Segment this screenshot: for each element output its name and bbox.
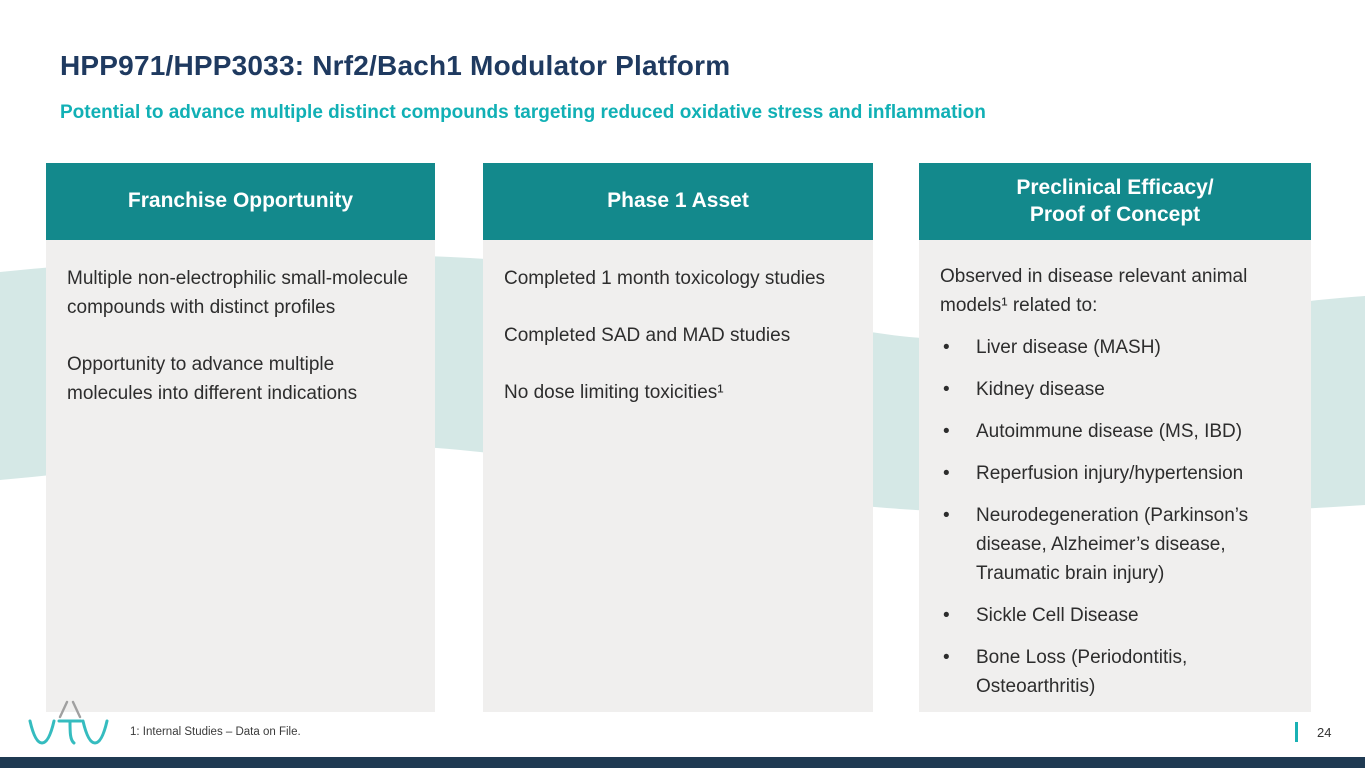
bullet-icon: • [943, 379, 950, 400]
card-preclinical-body: Observed in disease relevant animal mode… [919, 240, 1311, 712]
card-phase1-header: Phase 1 Asset [483, 163, 873, 240]
list-item: • Reperfusion injury/hypertension [940, 459, 1291, 488]
paragraph: Completed SAD and MAD studies [504, 325, 791, 346]
paragraph: Multiple non-electrophilic small-molecul… [67, 268, 409, 318]
list-item: • Kidney disease [940, 375, 1291, 404]
page-number-area: 24 [1295, 722, 1331, 742]
page-number-tick [1295, 722, 1298, 742]
list-item-label: Neurodegeneration (Parkinson’s disease, … [976, 505, 1249, 584]
list-item-label: Reperfusion injury/hypertension [976, 463, 1244, 484]
bullet-icon: • [943, 647, 950, 668]
bullet-icon: • [943, 337, 950, 358]
list-item: • Bone Loss (Periodontitis, Osteoarthrit… [940, 643, 1291, 701]
card-preclinical-efficacy: Preclinical Efficacy/ Proof of Concept O… [919, 163, 1311, 712]
vtv-therapeutics-logo-icon [28, 700, 109, 745]
list-item-label: Liver disease (MASH) [976, 337, 1161, 358]
bullet-icon: • [943, 505, 950, 526]
bullet-icon: • [943, 421, 950, 442]
paragraph: Completed 1 month toxicology studies [504, 268, 826, 289]
page-title: HPP971/HPP3033: Nrf2/Bach1 Modulator Pla… [60, 50, 731, 81]
disease-list: • Liver disease (MASH) • Kidney disease … [940, 333, 1291, 712]
page-number: 24 [1317, 724, 1332, 740]
card-phase1-asset: Phase 1 Asset Completed 1 month toxicolo… [483, 163, 873, 712]
list-item: • Neurodegeneration (Parkinson’s disease… [940, 501, 1291, 588]
card-franchise-header: Franchise Opportunity [46, 163, 435, 240]
paragraph: Opportunity to advance multiple molecule… [67, 354, 358, 404]
bullet-icon: • [943, 463, 950, 484]
bullet-icon: • [943, 605, 950, 626]
card-phase1-body: Completed 1 month toxicology studies Com… [483, 240, 873, 407]
list-item-label: Sickle Cell Disease [976, 605, 1139, 626]
card-franchise-opportunity: Franchise Opportunity Multiple non-elect… [46, 163, 435, 712]
list-item: • Autoimmune disease (MS, IBD) [940, 417, 1291, 446]
list-item: • Sickle Cell Disease [940, 601, 1291, 630]
list-item: • Liver disease (MASH) [940, 333, 1291, 362]
card-franchise-body: Multiple non-electrophilic small-molecul… [46, 240, 435, 408]
bottom-accent-bar [0, 757, 1365, 768]
list-item-label: Autoimmune disease (MS, IBD) [976, 421, 1243, 442]
list-item-label: Bone Loss (Periodontitis, Osteoarthritis… [976, 647, 1188, 697]
card-preclinical-header: Preclinical Efficacy/ Proof of Concept [919, 163, 1311, 240]
page-subtitle: Potential to advance multiple distinct c… [60, 102, 986, 123]
list-intro: Observed in disease relevant animal mode… [940, 266, 1248, 316]
footnote: 1: Internal Studies – Data on File. [130, 726, 301, 738]
paragraph: No dose limiting toxicities¹ [504, 382, 724, 403]
list-item-label: Kidney disease [976, 379, 1105, 400]
